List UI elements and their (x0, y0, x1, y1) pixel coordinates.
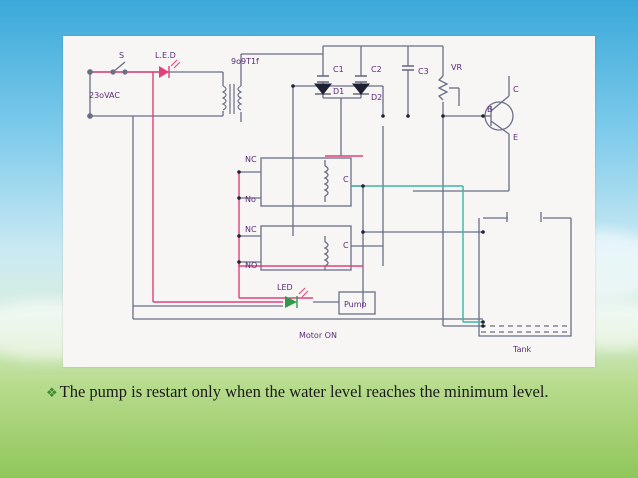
diode-d2 (351, 83, 371, 95)
tank-outline (478, 218, 572, 337)
label-switch: S (119, 51, 124, 60)
pump-box (338, 291, 376, 315)
label-supply: 23oVAC (89, 91, 120, 100)
label-relay2-c: C (343, 241, 349, 250)
label-led-top: L.E.D (155, 51, 176, 60)
label-motor-status: Motor ON (299, 331, 337, 340)
label-c1: C1 (333, 65, 344, 74)
label-transistor-c: C (513, 85, 519, 94)
caption-text: The pump is restart only when the water … (59, 382, 549, 401)
label-relay2-nc: NC (245, 225, 257, 234)
label-d2: D2 (371, 93, 382, 102)
label-transistor-b: B (487, 105, 493, 114)
label-vr: VR (451, 63, 462, 72)
label-pump: Pump (344, 300, 367, 309)
transformer-primary (221, 85, 227, 111)
led-bottom-symbol (285, 287, 309, 308)
transformer-secondary (237, 85, 243, 111)
junction-dots (237, 84, 485, 328)
led-top-symbol (159, 59, 181, 78)
supply-node (87, 113, 93, 119)
label-relay2-no: NO (245, 261, 257, 270)
relay-1 (260, 157, 352, 207)
label-transformer: 9o9T1f (231, 57, 259, 66)
label-c2: C2 (371, 65, 382, 74)
label-c3: C3 (418, 67, 429, 76)
label-transistor-e: E (513, 133, 518, 142)
label-relay1-nc: NC (245, 155, 257, 164)
label-led-bottom: LED (277, 283, 293, 292)
slide-caption: ❖The pump is restart only when the water… (46, 381, 606, 404)
relay-2 (260, 225, 352, 271)
label-relay1-c: C (343, 175, 349, 184)
diamond-bullet-icon: ❖ (46, 385, 58, 400)
circuit-diagram: S L.E.D 23oVAC 9o9T1f C1 C2 C3 D1 D2 VR … (63, 36, 595, 367)
supply-node (87, 69, 93, 75)
circuit-diagram-svg: S L.E.D 23oVAC 9o9T1f C1 C2 C3 D1 D2 VR … (87, 45, 572, 354)
diode-d1 (313, 83, 333, 95)
label-relay1-no: No (245, 195, 256, 204)
label-tank: Tank (512, 345, 532, 354)
switch-contact (122, 69, 128, 75)
label-d1: D1 (333, 87, 344, 96)
